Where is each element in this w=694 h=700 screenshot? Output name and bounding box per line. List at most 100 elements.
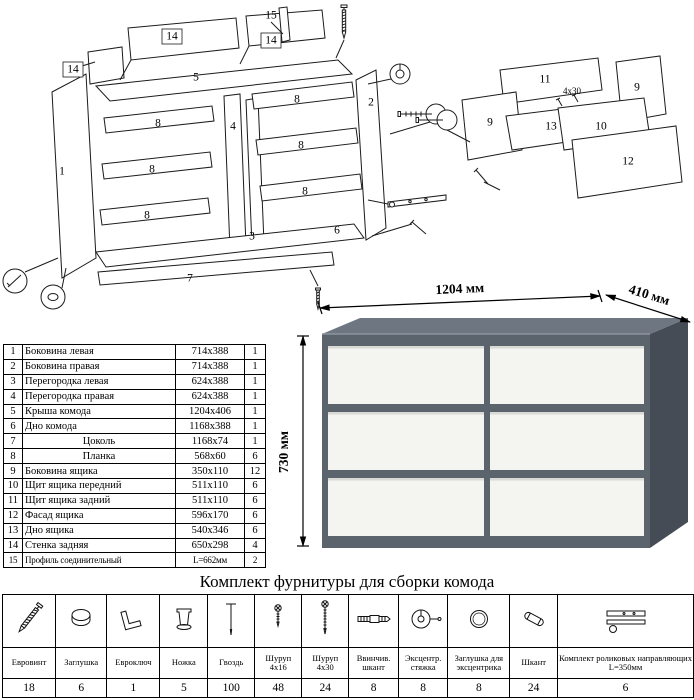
parts-cell-num: 2	[3, 358, 23, 375]
width-dimension-label: 1204 мм	[435, 282, 484, 297]
parts-cell-name: Дно комода	[22, 418, 176, 435]
hardware-qty: 100	[207, 678, 256, 698]
parts-cell-size: 568x60	[175, 448, 245, 465]
parts-cell-size: 1168x74	[175, 433, 245, 450]
drawer-exploded-view	[415, 55, 683, 199]
parts-cell-qty: 1	[244, 403, 266, 420]
hardware-name: Заглушка для эксцентрика	[447, 647, 511, 679]
parts-cell-name: Боковина правая	[22, 358, 176, 375]
parts-cell-num: 11	[3, 492, 23, 509]
part-number-label: 4x30	[563, 86, 582, 96]
nail-icon	[209, 597, 253, 641]
parts-cell-qty: 1	[244, 433, 266, 450]
part-number-label: 8	[149, 164, 155, 176]
part-number-label: 14	[67, 64, 79, 76]
parts-cell-name: Боковина ящика	[22, 463, 176, 480]
part-slat	[99, 197, 211, 226]
parts-cell-size: 650x298	[175, 537, 245, 554]
part-number-label: 11	[539, 74, 550, 86]
hardware-name: Евроключ	[106, 647, 161, 679]
parts-cell-name: Щит ящика задний	[22, 492, 176, 509]
part-number-label: 4	[230, 121, 236, 133]
parts-cell-name: Перегородка левая	[22, 373, 176, 390]
parts-cell-name: Боковина левая	[22, 344, 176, 360]
hardware-icons-row	[1, 594, 694, 648]
hardware-icon-cell	[55, 594, 108, 648]
plug-icon	[59, 597, 103, 641]
part-number-label: 14	[265, 35, 277, 47]
part-number-label: 8	[144, 210, 150, 222]
parts-cell-qty: 1	[244, 358, 266, 375]
part-number-label: 8	[302, 186, 308, 198]
part-number-label: 9	[487, 117, 493, 129]
parts-cell-size: 624x388	[175, 388, 245, 405]
part-number-label: 3	[249, 231, 255, 243]
dimension-arrows	[297, 289, 692, 548]
hardware-name: Ввинчив. шкант	[348, 647, 399, 679]
part-drawer-back	[499, 57, 603, 105]
part-number-label: 8	[298, 140, 304, 152]
parts-cell-qty: 6	[244, 492, 266, 509]
hardware-qty: 24	[509, 678, 559, 698]
hardware-name: Заглушка	[55, 647, 108, 679]
parts-cell-name: Фасад ящика	[22, 507, 176, 524]
parts-cell-num: 14	[3, 537, 23, 554]
part-partition-right	[223, 93, 247, 251]
parts-cell-name: Стенка задняя	[22, 537, 176, 554]
part-number-label: 15	[265, 10, 277, 22]
leg-icon	[162, 597, 206, 641]
hardware-name: Ножка	[159, 647, 209, 679]
camcap-icon	[457, 597, 501, 641]
hardware-icon-cell	[254, 594, 303, 648]
parts-cell-num: 13	[3, 522, 23, 539]
hardware-qty: 48	[254, 678, 303, 698]
hardware-qty: 8	[397, 678, 449, 698]
parts-cell-qty: 1	[244, 388, 266, 405]
parts-cell-size: L=662мм	[175, 552, 245, 569]
dresser-render: 1204 мм 410 мм 730 мм	[276, 282, 692, 548]
parts-cell-qty: 1	[244, 373, 266, 390]
parts-cell-size: 714x388	[175, 344, 245, 360]
stud-icon	[352, 597, 396, 641]
hardware-name: Комплект роликовых направляющих L=350мм	[557, 647, 694, 679]
parts-cell-size: 540x346	[175, 522, 245, 539]
hardware-icon-cell	[106, 594, 161, 648]
parts-cell-qty: 6	[244, 478, 266, 494]
parts-cell-name: Дно ящика	[22, 522, 176, 539]
part-number-label: 2	[368, 97, 374, 109]
parts-cell-name: Профиль соединительный	[22, 552, 176, 569]
parts-cell-num: 15	[3, 552, 23, 569]
parts-cell-size: 511x110	[175, 492, 245, 509]
parts-cell-size: 596x170	[175, 507, 245, 524]
part-number-label: 12	[622, 156, 634, 168]
parts-cell-qty: 12	[244, 463, 266, 480]
part-number-label: 9	[634, 82, 640, 94]
hardware-icon-cell	[397, 594, 449, 648]
cam-icon	[401, 597, 445, 641]
dowel-icon	[512, 597, 556, 641]
parts-cell-size: 511x110	[175, 478, 245, 494]
hardware-icon-cell	[1, 594, 57, 648]
parts-cell-qty: 4	[244, 537, 266, 554]
parts-cell-num: 6	[3, 418, 23, 435]
parts-cell-qty: 2	[244, 552, 266, 569]
hardware-name: Евровинт	[1, 647, 57, 679]
part-number-label: 8	[155, 118, 161, 130]
parts-cell-qty: 6	[244, 448, 266, 465]
magnifier-callout-icons	[2, 257, 67, 310]
part-back-panel	[127, 17, 240, 61]
hardware-qty: 24	[301, 678, 350, 698]
hardware-icon-cell	[301, 594, 350, 648]
hardware-icon-cell	[348, 594, 399, 648]
